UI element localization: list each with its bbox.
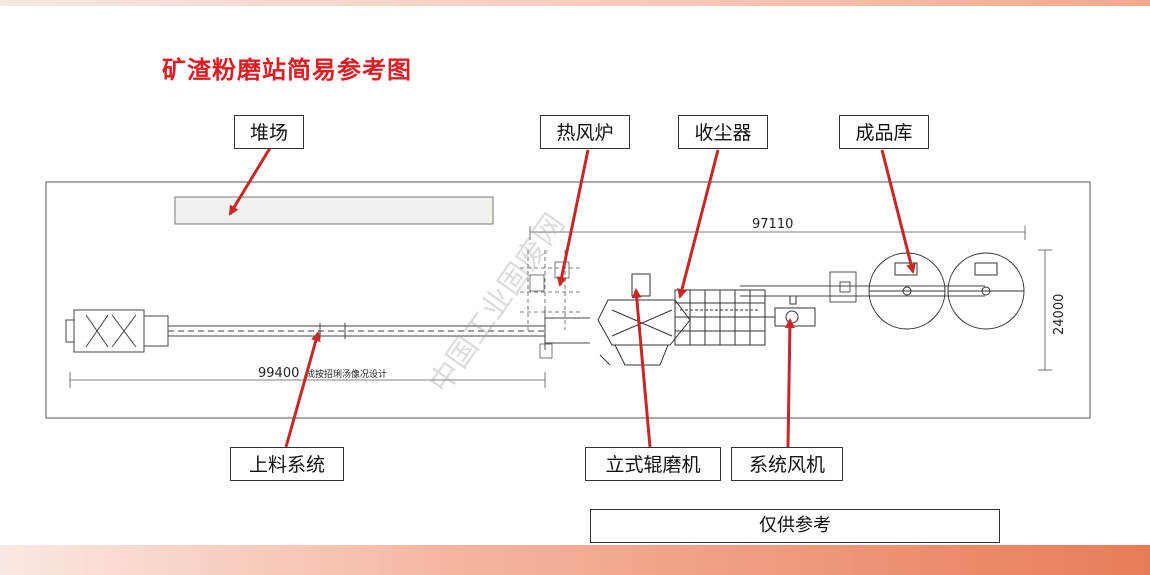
feeding-conveyor bbox=[65, 309, 590, 353]
drawing-frame bbox=[45, 181, 1091, 419]
drawing-caption: 成按招琍汤像况设计 bbox=[306, 368, 387, 380]
page-title: 矿渣粉磨站简易参考图 bbox=[162, 56, 412, 84]
label-hot-air-furnace: 热风炉 bbox=[540, 115, 630, 149]
arrow-dust-collector bbox=[677, 149, 720, 299]
label-vertical-roller-mill: 立式辊磨机 bbox=[585, 447, 721, 481]
vertical-roller-mill-equipment bbox=[597, 273, 691, 366]
label-dust-collector: 收尘器 bbox=[678, 115, 768, 149]
stockyard-area bbox=[174, 196, 494, 225]
main-length-value: 97110 bbox=[752, 217, 793, 232]
label-stockyard: 堆场 bbox=[234, 115, 304, 149]
width-dimension bbox=[1038, 249, 1052, 371]
watermark-text: 中国工业固废网 bbox=[423, 207, 572, 399]
top-decoration-band bbox=[0, 0, 1150, 6]
hot-air-furnace-equipment bbox=[520, 250, 580, 359]
arrow-product-silo bbox=[880, 149, 916, 274]
arrow-vertical-roller-mill bbox=[631, 288, 652, 448]
reference-note: 仅供参考 bbox=[590, 509, 1000, 543]
label-feeding-system: 上料系统 bbox=[230, 447, 344, 481]
main-length-dimension bbox=[529, 226, 1026, 240]
product-conveyor bbox=[740, 271, 985, 303]
arrow-hot-air-furnace bbox=[556, 149, 590, 287]
arrow-feeding-system bbox=[284, 331, 321, 448]
width-value: 24000 bbox=[1052, 294, 1067, 335]
bottom-decoration-band bbox=[0, 545, 1150, 575]
feed-length-dimension bbox=[69, 372, 546, 388]
callout-arrows bbox=[228, 147, 916, 448]
product-silo-equipment bbox=[868, 252, 1025, 330]
arrow-system-fan bbox=[784, 318, 795, 448]
dust-collector-equipment bbox=[674, 289, 766, 346]
arrow-stockyard bbox=[228, 147, 272, 216]
label-product-silo: 成品库 bbox=[839, 115, 929, 149]
feed-length-value: 99400 bbox=[258, 366, 299, 381]
label-system-fan: 系统风机 bbox=[731, 447, 843, 481]
